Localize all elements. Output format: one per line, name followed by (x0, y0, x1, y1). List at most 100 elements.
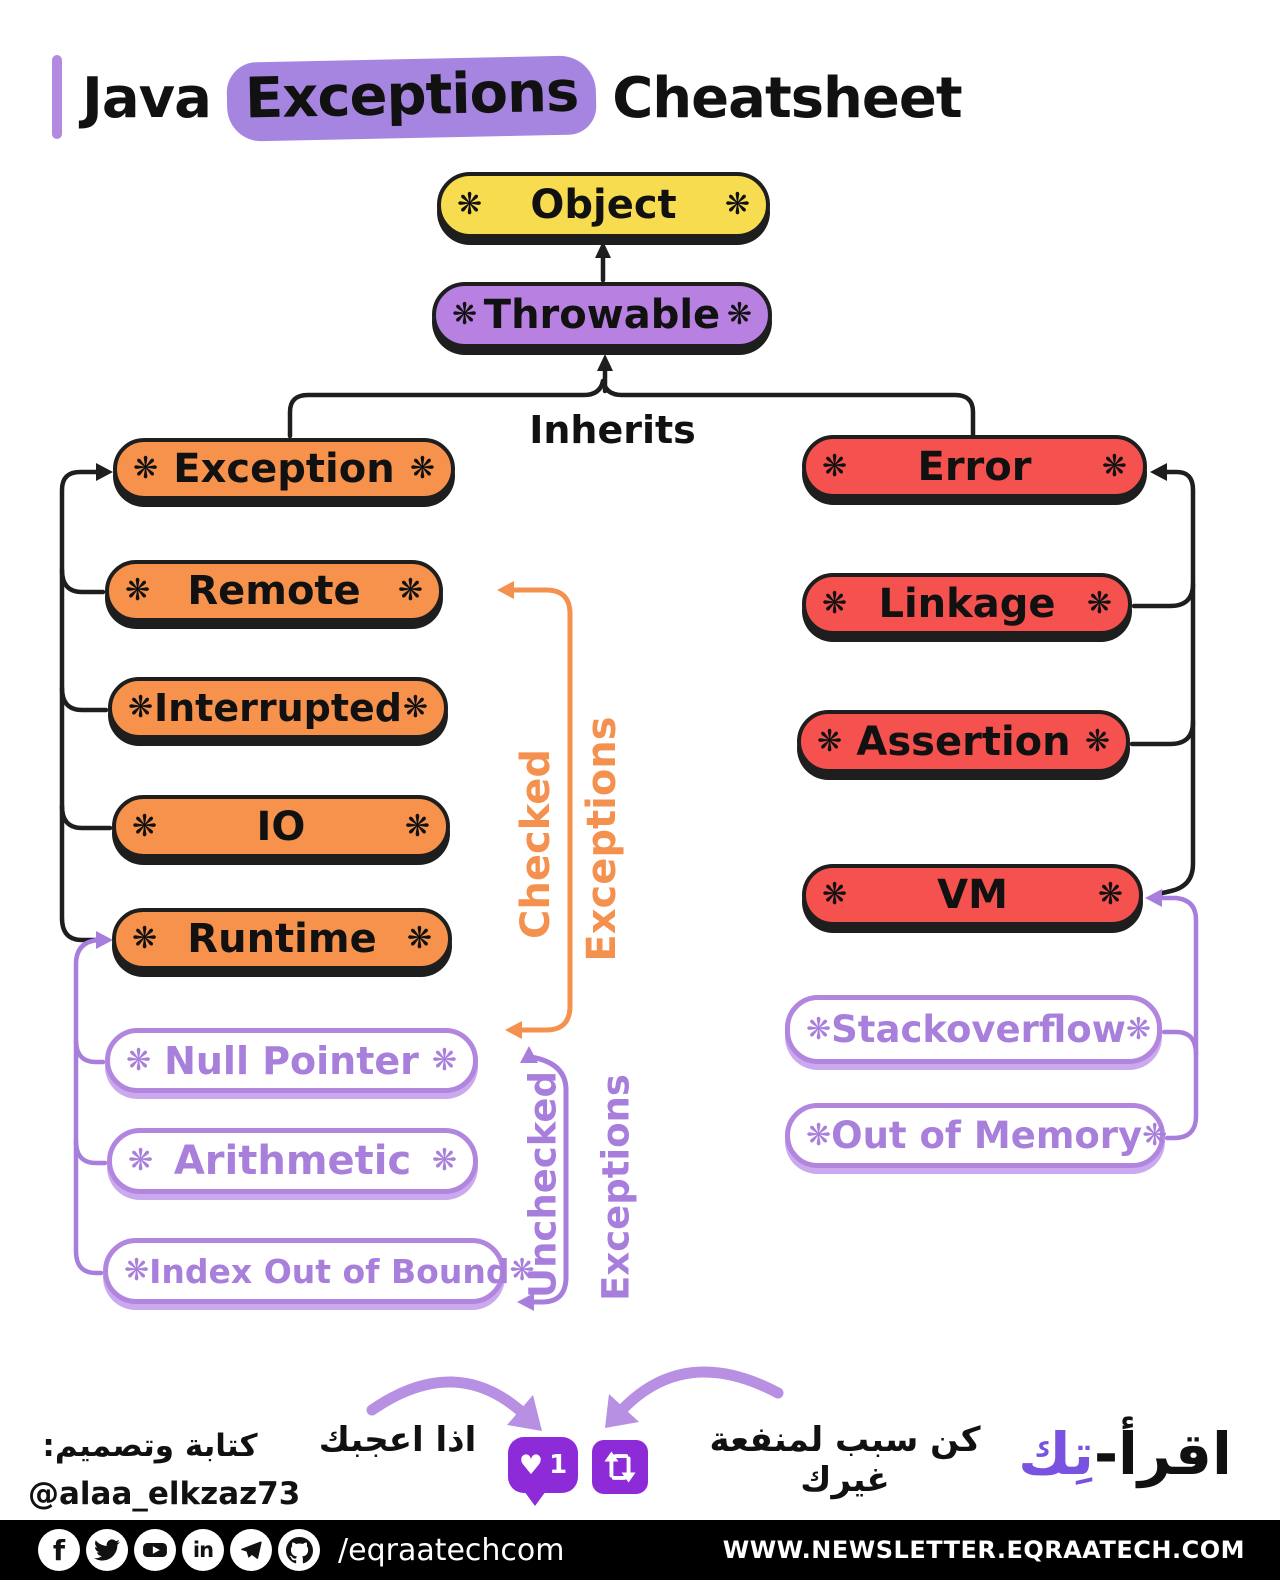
facebook-glyph: f (52, 1533, 66, 1567)
unchecked-arrow-top (520, 1046, 538, 1063)
purple-inheritance-lines (73, 895, 1199, 1276)
unchecked-exceptions-label-line1: Unchecked (521, 1071, 565, 1298)
unchecked-arrow-bottom (517, 1293, 534, 1311)
checked-bracket-arrowheads (497, 581, 522, 1039)
split-left-line (287, 378, 606, 439)
credit-handle[interactable]: @alaa_elkzaz73 (28, 1476, 301, 1512)
bottom-curved-arrowheads (507, 1394, 639, 1431)
github-icon[interactable] (278, 1529, 320, 1571)
flower-asterisk-icon: ❋ (452, 297, 478, 332)
node-out-of-memory: ❋ Out of Memory ❋ (785, 1103, 1168, 1168)
branch-arithmetic (73, 1138, 108, 1166)
node-exception: ❋ Exception ❋ (113, 438, 455, 500)
title-word-java: Java (82, 65, 212, 131)
flower-asterisk-icon: ❋ (1101, 448, 1127, 484)
flower-asterisk-icon: ❋ (397, 573, 423, 608)
node-label: Object (530, 182, 677, 228)
flower-asterisk-icon: ❋ (1142, 1117, 1168, 1153)
checked-exceptions-label-line2: Exceptions (579, 716, 625, 962)
node-label: Runtime (187, 916, 377, 962)
purple-arrowheads (96, 889, 1162, 949)
checked-arrow-bottom (505, 1021, 522, 1039)
flower-asterisk-icon: ❋ (431, 1042, 457, 1078)
node-label: Null Pointer (164, 1038, 419, 1083)
arrowhead-into-vm (1145, 889, 1162, 907)
telegram-plane (241, 1541, 262, 1559)
youtube-icon[interactable] (134, 1529, 176, 1571)
twitter-icon[interactable] (86, 1529, 128, 1571)
telegram-icon[interactable] (230, 1529, 272, 1571)
flower-asterisk-icon: ❋ (128, 690, 154, 725)
branch-io (59, 803, 113, 831)
exception-children-spine (59, 469, 101, 943)
flower-asterisk-icon: ❋ (404, 808, 430, 844)
brand-part-purple: تِك (1018, 1420, 1094, 1488)
footer-url[interactable]: WWW.NEWSLETTER.EQRAATECH.COM (722, 1536, 1245, 1564)
runtime-children-spine (73, 937, 104, 1276)
flower-asterisk-icon: ❋ (128, 1143, 154, 1178)
black-arrowheads (96, 241, 1167, 481)
footer-social-handle[interactable]: /eqraatechcom (338, 1532, 565, 1568)
flower-asterisk-icon: ❋ (509, 1253, 535, 1288)
node-throwable: ❋ Throwable ❋ (432, 282, 772, 348)
page-title: Java Exceptions Cheatsheet (82, 52, 963, 144)
node-error: ❋ Error ❋ (802, 435, 1147, 498)
unchecked-exceptions-bracket (527, 1054, 569, 1305)
footer-bar: f in /eqraatechcom WWW.NEWSLET (0, 1520, 1280, 1580)
arrowhead-into-throwable (597, 354, 613, 371)
flower-asterisk-icon: ❋ (126, 1042, 152, 1078)
linkedin-glyph: in (192, 1538, 214, 1562)
node-label: Linkage (878, 581, 1056, 627)
github-octocat (285, 1536, 313, 1563)
flower-asterisk-icon: ❋ (817, 723, 843, 759)
split-right-line (600, 378, 976, 439)
branch-assertion (1129, 719, 1196, 747)
node-label: Stackoverflow (831, 1008, 1126, 1051)
checked-arrow-top (497, 581, 514, 599)
node-label: Throwable (483, 292, 721, 338)
node-vm: ❋ VM ❋ (802, 864, 1143, 926)
share-prompt-text: كن سبب لمنفعة غيرك (709, 1420, 981, 1500)
branch-linkage (1131, 581, 1196, 609)
flower-asterisk-icon: ❋ (822, 448, 848, 484)
node-label: Index Out of Bound (149, 1251, 510, 1291)
title-accent-bar (52, 55, 62, 139)
flower-asterisk-icon: ❋ (133, 451, 159, 486)
brand-dash: - (1093, 1420, 1119, 1488)
node-io: ❋ IO ❋ (112, 795, 450, 858)
flower-asterisk-icon: ❋ (431, 1143, 457, 1178)
branch-stackoverflow (1161, 1029, 1199, 1057)
flower-asterisk-icon: ❋ (724, 187, 750, 222)
share-curved-arrow (614, 1366, 784, 1418)
linkedin-icon[interactable]: in (182, 1529, 224, 1571)
black-inheritance-lines (59, 251, 1196, 943)
arrowhead-into-exception (96, 463, 113, 481)
facebook-icon[interactable]: f (38, 1529, 80, 1571)
like-arrowhead (507, 1395, 542, 1431)
share-arrowhead (605, 1394, 639, 1428)
heart-icon: ♥ (518, 1449, 544, 1481)
branch-interrupted (59, 685, 109, 713)
checked-exceptions-label-line1: Checked (513, 749, 559, 939)
unchecked-bracket-arrowheads (517, 1046, 538, 1311)
title-word-cheatsheet: Cheatsheet (612, 65, 962, 131)
flower-asterisk-icon: ❋ (402, 690, 428, 725)
like-prompt-text: اذا اعجبك (318, 1420, 477, 1460)
flower-asterisk-icon: ❋ (1086, 586, 1112, 621)
arrowhead-into-runtime (96, 931, 113, 949)
node-interrupted: ❋ Interrupted ❋ (108, 677, 448, 739)
flower-asterisk-icon: ❋ (806, 1011, 832, 1047)
checked-exceptions-bracket (507, 587, 573, 1033)
branch-null-pointer (73, 1037, 106, 1065)
arrowhead-into-object (595, 241, 611, 258)
node-remote: ❋ Remote ❋ (105, 560, 443, 622)
branch-remote (59, 567, 106, 595)
twitter-bird (94, 1539, 120, 1561)
credit-label: كتابة وتصميم: (42, 1428, 258, 1464)
node-label: Assertion (856, 718, 1071, 765)
flower-asterisk-icon: ❋ (125, 573, 151, 608)
flower-asterisk-icon: ❋ (124, 1253, 150, 1288)
node-label: Interrupted (153, 686, 402, 730)
